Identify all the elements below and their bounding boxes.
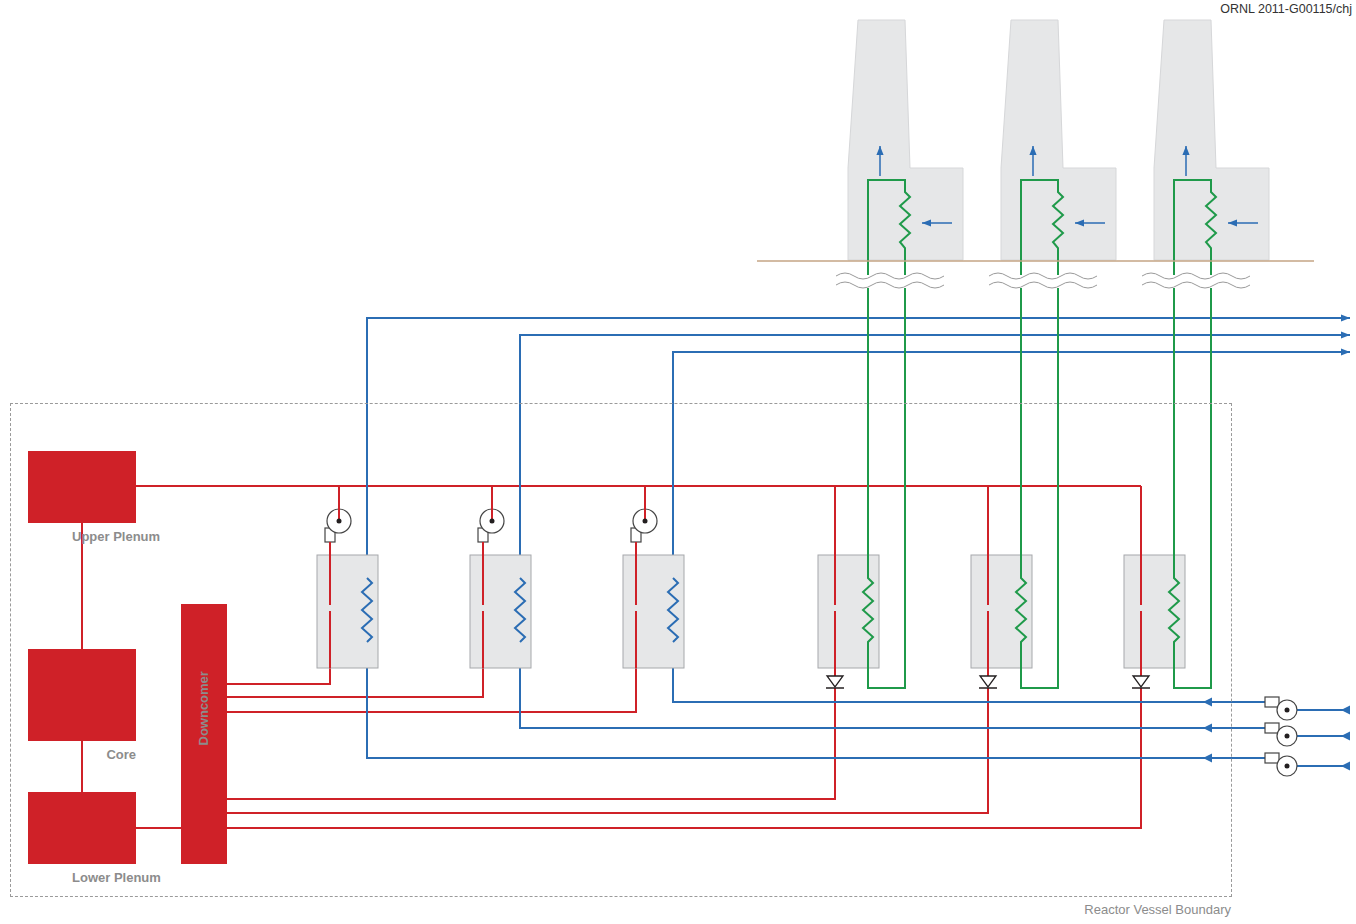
salt-heat-exchanger-unit (317, 486, 378, 668)
dracs-unit (1124, 20, 1269, 688)
blue-pipe (520, 335, 1350, 578)
secondary-pump-unit (1203, 753, 1350, 776)
red-pipe (227, 688, 835, 799)
red-pipe (227, 668, 330, 684)
dracs-unit (971, 20, 1116, 688)
red-pipe (227, 668, 483, 697)
dracs-unit (818, 20, 963, 688)
red-pipe (227, 668, 636, 712)
node-label: Core (106, 747, 136, 763)
salt-heat-exchanger-unit (623, 486, 684, 668)
hot-header-pipe (136, 485, 1141, 487)
flow-pipe (81, 523, 83, 649)
blue-pipe (367, 318, 1350, 578)
node-label: Lower Plenum (72, 870, 136, 886)
plenum-box: Lower Plenum (28, 792, 136, 864)
red-pipe (227, 688, 988, 813)
node-label: Reactor Vessel Boundary (1084, 902, 1231, 917)
flow-pipe (81, 741, 83, 792)
secondary-pump-unit (1203, 697, 1350, 720)
downcomer-box: Downcomer (181, 604, 227, 864)
vessel-boundary: Upper PlenumCoreLower PlenumDowncomerRea… (10, 403, 1232, 897)
ground-line (757, 260, 1314, 262)
salt-heat-exchanger-unit (470, 486, 531, 668)
secondary-pump-unit (1203, 723, 1350, 746)
plenum-box: Upper Plenum (28, 451, 136, 523)
figure-id: ORNL 2011-G00115/chj (1220, 2, 1352, 16)
flow-pipe (136, 827, 181, 829)
node-label: Downcomer (196, 723, 212, 746)
blue-pipe (673, 352, 1350, 578)
core-box: Core (28, 649, 136, 741)
node-label: Upper Plenum (72, 529, 136, 545)
